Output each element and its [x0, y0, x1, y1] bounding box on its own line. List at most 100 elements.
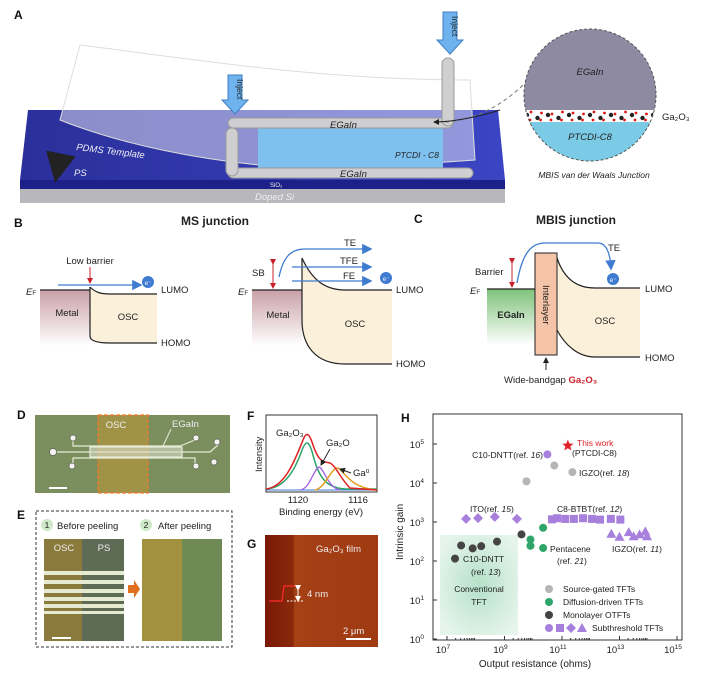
ef-label-mbis: EF	[470, 286, 480, 297]
oxygen-atom	[529, 110, 533, 114]
lumo-label: LUMO	[161, 285, 188, 296]
electron-icon	[142, 276, 154, 288]
panel-label-h: H	[401, 411, 410, 425]
source-gated-tfts-point	[568, 468, 577, 477]
osc-label-sb: OSC	[345, 319, 366, 330]
oxygen-atom	[613, 112, 617, 116]
step-number: 1	[45, 520, 50, 530]
step2-label: After peeling	[158, 521, 211, 532]
y-axis-title-h: Intrinsic gain	[395, 504, 406, 560]
x-tick-label: 109	[493, 644, 508, 656]
x-tick-label: 107	[436, 644, 451, 656]
peeling-frame	[35, 510, 233, 648]
legend-marker	[556, 624, 564, 632]
x-axis-title: Binding energy (eV)	[279, 507, 363, 518]
monolayer-otfts-point	[451, 554, 460, 563]
source-gated-tfts-point	[522, 477, 531, 486]
osc-label-d: OSC	[106, 420, 127, 431]
mbis-junction-title: MBIS junction	[536, 213, 616, 227]
oxygen-atom	[612, 118, 616, 122]
legend-marker	[545, 624, 553, 632]
conventional-label: Conventional	[454, 584, 504, 594]
homo-label-mbis: HOMO	[645, 353, 675, 364]
subthreshold-tfts-point	[489, 511, 500, 522]
legend-marker	[545, 598, 553, 606]
scale-bar-d	[49, 487, 67, 489]
te-label-mbis: TE	[608, 243, 620, 254]
ito-15-label: ITO(ref. 15)	[470, 504, 514, 514]
electrode-stripes	[44, 571, 124, 614]
molecule-atom	[640, 115, 645, 121]
egain-label-bottom: EGaIn	[340, 169, 367, 180]
ps-label-e: PS	[98, 543, 111, 554]
legend-label: Source-gated TFTs	[563, 584, 635, 594]
ptcdi-film	[258, 128, 443, 168]
metal-label: Metal	[55, 308, 78, 319]
oxygen-atom	[561, 110, 564, 114]
oxygen-atom	[603, 111, 606, 115]
ptcdi-label: PTCDI - C8	[395, 150, 439, 160]
oxygen-atom	[624, 110, 627, 114]
source-gated-tfts-point	[550, 461, 559, 470]
metal-region	[40, 290, 90, 346]
ef-label-sb: EF	[238, 287, 248, 298]
tft-label: TFT	[471, 597, 487, 607]
molecule-atom	[566, 112, 572, 118]
egain-post-right	[441, 57, 455, 127]
panel-label-e: E	[17, 508, 25, 522]
step-number: 2	[144, 520, 149, 530]
y-tick-label: 104	[410, 478, 425, 490]
egain-label: EGaIn	[497, 310, 525, 321]
legend-marker	[545, 585, 553, 593]
ga2o3-peak-label: Ga₂O₃	[276, 428, 304, 439]
electrode-lines	[53, 439, 219, 464]
doped-si-label: Doped Si	[255, 192, 295, 203]
diffusion-driven-tfts-point	[526, 541, 535, 550]
subthreshold-tfts-point	[634, 529, 645, 539]
wide-bandgap-label: Wide-bandgap Ga₂O₃	[504, 375, 597, 386]
tfe-label: TFE	[340, 256, 358, 267]
oxygen-atom	[591, 118, 595, 122]
oxygen-atom	[592, 110, 596, 114]
conventional-tft-region	[440, 535, 518, 635]
scale-label-g: 2 μm	[343, 626, 364, 637]
legend-marker	[566, 623, 576, 633]
xps-plot-frame	[265, 414, 378, 493]
panel-label-d: D	[17, 408, 26, 422]
x-axis-title-h: Output resistance (ohms)	[479, 659, 591, 670]
after-osc-region	[142, 539, 182, 641]
ef-label: EF	[26, 287, 36, 298]
oxygen-atom	[654, 118, 656, 122]
ms-junction-title: MS junction	[181, 214, 249, 228]
panel-e: E 1 Before peeling 2 After peeling OSC P…	[17, 508, 233, 648]
electron-icon-sb	[380, 272, 392, 284]
c10-dntt-13-label: C10-DNTT	[463, 554, 504, 564]
subthreshold-tfts-point	[548, 515, 557, 524]
inject-label: Inject	[235, 79, 245, 100]
this-work-point	[562, 439, 574, 451]
electron-symbol: e⁻	[610, 278, 617, 284]
panel-d: D OSC EGaIn	[17, 408, 230, 494]
x-tick-1116: 1116	[348, 495, 368, 506]
y-tick-label: 102	[410, 556, 425, 568]
legend-label: Subthreshold TFTs	[592, 623, 663, 633]
pentacene-ref-label: (ref. 21)	[557, 556, 587, 566]
oxygen-atom	[570, 118, 574, 122]
subthreshold-tfts-point	[596, 515, 605, 524]
panel-label-b: B	[14, 216, 23, 230]
lumo-label-mbis: LUMO	[645, 284, 672, 295]
molecule-atom	[535, 115, 540, 121]
interlayer-label: Interlayer	[540, 285, 551, 325]
peel-arrow-icon	[46, 150, 76, 183]
scale-bar-e	[52, 637, 71, 639]
subthreshold-tfts-point	[461, 513, 472, 524]
inject-arrow-left: Inject	[220, 74, 250, 115]
egain-post-left	[225, 127, 239, 177]
lumo-label-sb: LUMO	[396, 285, 423, 296]
panel-label-a: A	[14, 8, 23, 22]
step-badge-1	[41, 519, 53, 531]
y-tick-label: 101	[410, 595, 425, 607]
sio2-label: SiO₂	[270, 183, 283, 189]
electron-symbol: e⁻	[145, 281, 152, 287]
